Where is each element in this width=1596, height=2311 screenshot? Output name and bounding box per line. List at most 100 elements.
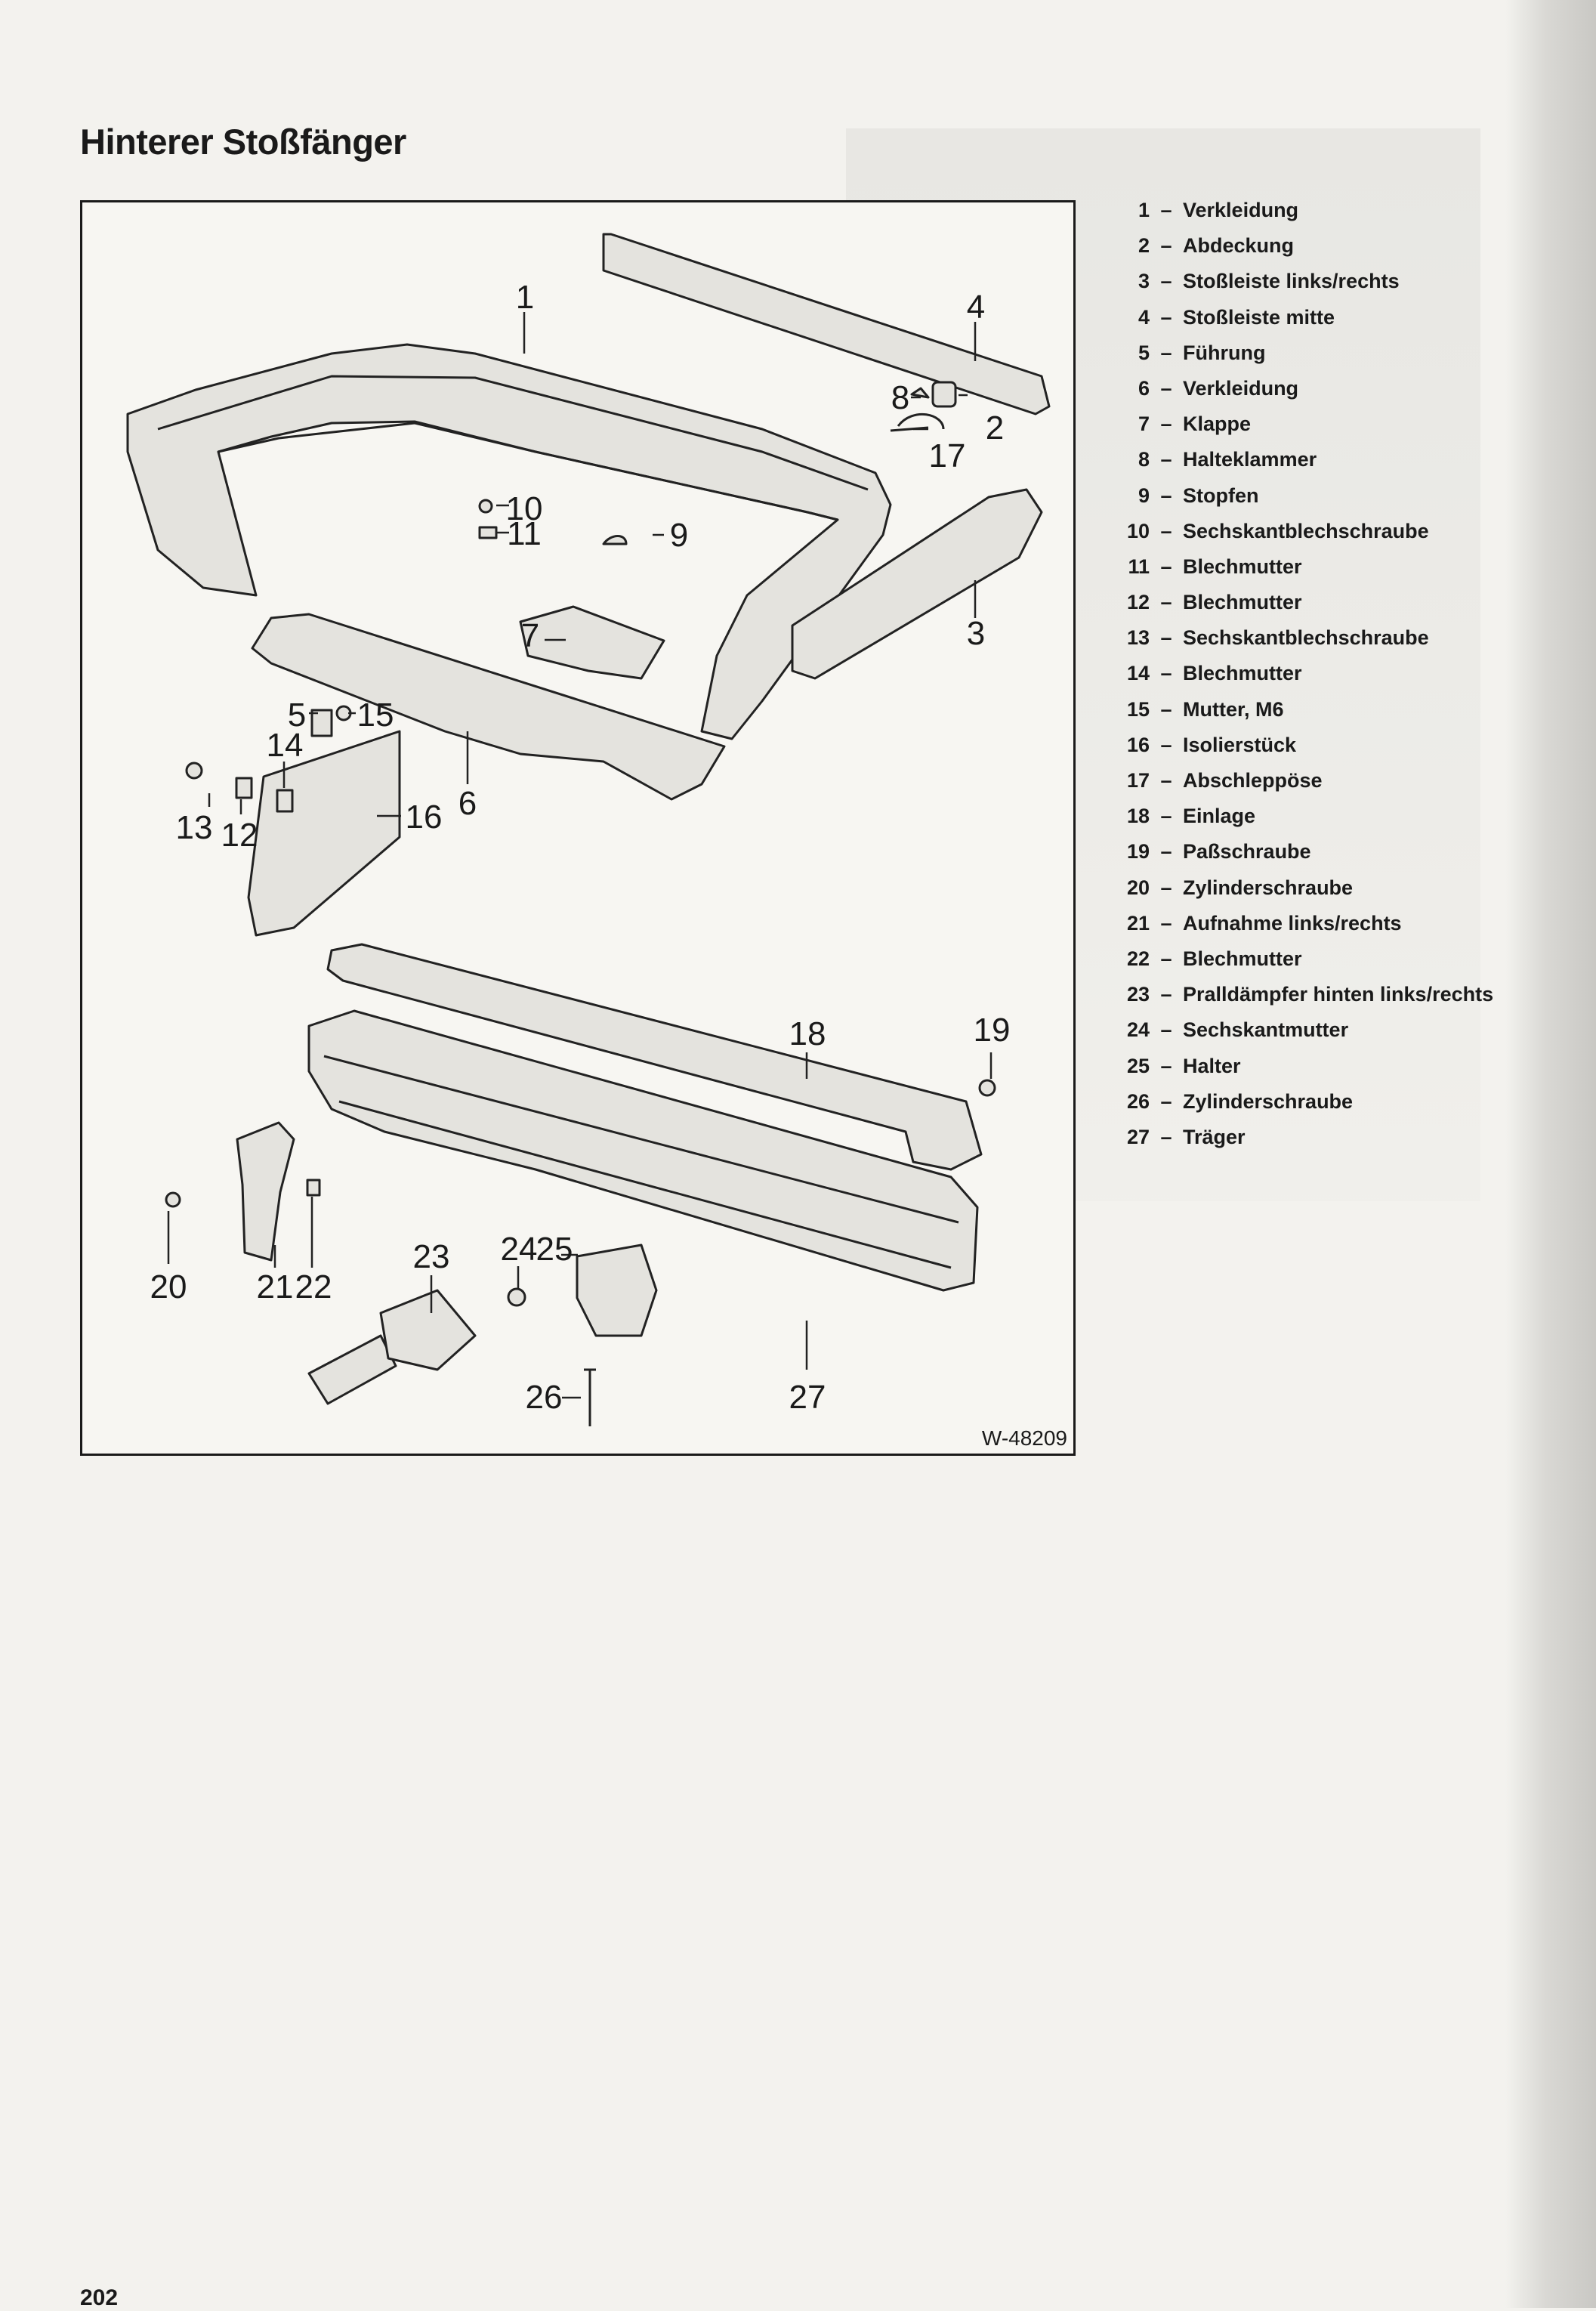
legend-label: Zylinderschraube	[1183, 1089, 1354, 1113]
legend-item: 19–Paßschraube	[1124, 834, 1493, 870]
callout-21: 21	[257, 1268, 294, 1305]
legend-item: 21–Aufnahme links/rechts	[1124, 906, 1493, 941]
legend-number: 14	[1126, 662, 1150, 685]
legend-item: 14–Blechmutter	[1124, 656, 1493, 691]
legend-label: Abschleppöse	[1183, 769, 1323, 792]
legend-number: 10	[1126, 519, 1150, 542]
legend-number: 4	[1138, 305, 1150, 329]
part-insert	[326, 943, 983, 1171]
part-impact-absorber-flange	[379, 1289, 477, 1371]
legend-number: 6	[1138, 376, 1150, 400]
legend-dash: –	[1160, 1089, 1172, 1113]
legend-item: 24–Sechskantmutter	[1124, 1012, 1493, 1048]
legend-dash: –	[1160, 270, 1172, 293]
callout-15: 15	[357, 697, 394, 734]
legend-label: Sechskantblechschraube	[1183, 519, 1429, 542]
legend-item: 4–Stoßleiste mitte	[1124, 300, 1493, 335]
legend-item: 23–Pralldämpfer hinten links/rechts	[1124, 977, 1493, 1012]
legend-dash: –	[1160, 769, 1172, 792]
legend-label: Halter	[1183, 1054, 1241, 1077]
callout-20: 20	[150, 1268, 187, 1305]
callout-2: 2	[986, 409, 1004, 446]
legend-label: Klappe	[1183, 412, 1252, 436]
legend-number: 25	[1126, 1054, 1150, 1077]
legend-item: 8–Halteklammer	[1124, 442, 1493, 477]
part-tow-eye	[890, 412, 945, 432]
legend-item: 1–Verkleidung	[1124, 193, 1493, 228]
part-side-trim-strip	[791, 488, 1043, 680]
legend-item: 22–Blechmutter	[1124, 941, 1493, 977]
callout-8: 8	[891, 379, 909, 416]
page-edge-shadow	[1505, 0, 1596, 2308]
callout-13: 13	[176, 809, 213, 846]
legend-number: 13	[1126, 626, 1150, 650]
callout-26: 26	[526, 1379, 563, 1416]
legend-label: Mutter, M6	[1183, 697, 1284, 721]
legend-number: 16	[1126, 733, 1150, 756]
legend-number: 8	[1138, 448, 1150, 471]
legend-number: 27	[1126, 1125, 1150, 1148]
callout-9: 9	[670, 517, 688, 554]
legend-label: Stoßleiste mitte	[1183, 305, 1335, 329]
part-center-trim-strip	[602, 233, 1051, 416]
legend-item: 3–Stoßleiste links/rechts	[1124, 264, 1493, 299]
legend-dash: –	[1160, 1054, 1172, 1077]
part-screw-13	[185, 762, 203, 780]
callout-14: 14	[267, 727, 304, 764]
legend-label: Zylinderschraube	[1183, 876, 1354, 899]
legend-dash: –	[1160, 983, 1172, 1006]
part-impact-absorber	[307, 1334, 397, 1405]
legend-dash: –	[1160, 1018, 1172, 1042]
legend-dash: –	[1160, 805, 1172, 828]
legend-label: Stopfen	[1183, 484, 1259, 507]
legend-label: Isolierstück	[1183, 733, 1297, 756]
part-sheet-nut-11	[478, 526, 498, 539]
legend-item: 25–Halter	[1124, 1049, 1493, 1084]
legend-dash: –	[1160, 519, 1172, 542]
legend-item: 18–Einlage	[1124, 799, 1493, 834]
legend-label: Abdeckung	[1183, 234, 1295, 258]
legend-number: 18	[1126, 805, 1150, 828]
part-bracket	[236, 1121, 295, 1262]
legend-label: Verkleidung	[1183, 376, 1299, 400]
figure-code: W-48209	[981, 1426, 1067, 1450]
legend-dash: –	[1160, 376, 1172, 400]
callout-27: 27	[789, 1379, 826, 1416]
legend-number: 15	[1126, 697, 1150, 721]
legend-number: 9	[1138, 484, 1150, 507]
part-fit-screw-19	[978, 1079, 996, 1097]
legend-item: 6–Verkleidung	[1124, 371, 1493, 406]
legend-item: 10–Sechskantblechschraube	[1124, 514, 1493, 549]
callout-16: 16	[406, 799, 443, 836]
callout-4: 4	[967, 289, 985, 326]
callout-5: 5	[288, 697, 306, 734]
legend-item: 9–Stopfen	[1124, 478, 1493, 514]
legend-number: 23	[1126, 983, 1150, 1006]
legend-label: Sechskantblechschraube	[1183, 626, 1429, 650]
part-clip	[910, 387, 930, 399]
callout-24: 24	[501, 1231, 538, 1268]
legend-label: Paßschraube	[1183, 840, 1311, 864]
legend-label: Blechmutter	[1183, 555, 1302, 578]
part-lower-panel	[251, 613, 726, 801]
part-cylinder-screw-20	[165, 1191, 181, 1208]
part-carrier-beam-edge	[323, 1055, 959, 1269]
legend-dash: –	[1160, 947, 1172, 970]
legend-number: 24	[1126, 1018, 1150, 1042]
parts-legend: 1–Verkleidung 2–Abdeckung 3–Stoßleiste l…	[1124, 193, 1493, 1155]
page-title: Hinterer Stoßfänger	[80, 122, 406, 162]
part-guide	[310, 709, 333, 737]
callout-11: 11	[507, 515, 542, 552]
callout-numbers: 1 2 3 4 5 6 7 8 9 10 11 12 13 14 15 16 1…	[150, 279, 1011, 1416]
legend-number: 5	[1138, 341, 1150, 364]
bumper-drawing: 1 2 3 4 5 6 7 8 9 10 11 12 13 14 15 16 1…	[126, 233, 1051, 1426]
legend-item: 26–Zylinderschraube	[1124, 1084, 1493, 1120]
callout-10: 10	[506, 490, 543, 527]
legend-dash: –	[1160, 412, 1172, 436]
part-bumper-cover-inner-edge	[218, 422, 838, 521]
part-sheet-nut-22	[306, 1179, 321, 1197]
legend-number: 7	[1138, 412, 1150, 436]
part-cover-2	[931, 381, 957, 408]
legend-item: 17–Abschleppöse	[1124, 763, 1493, 799]
legend-number: 21	[1126, 911, 1150, 935]
